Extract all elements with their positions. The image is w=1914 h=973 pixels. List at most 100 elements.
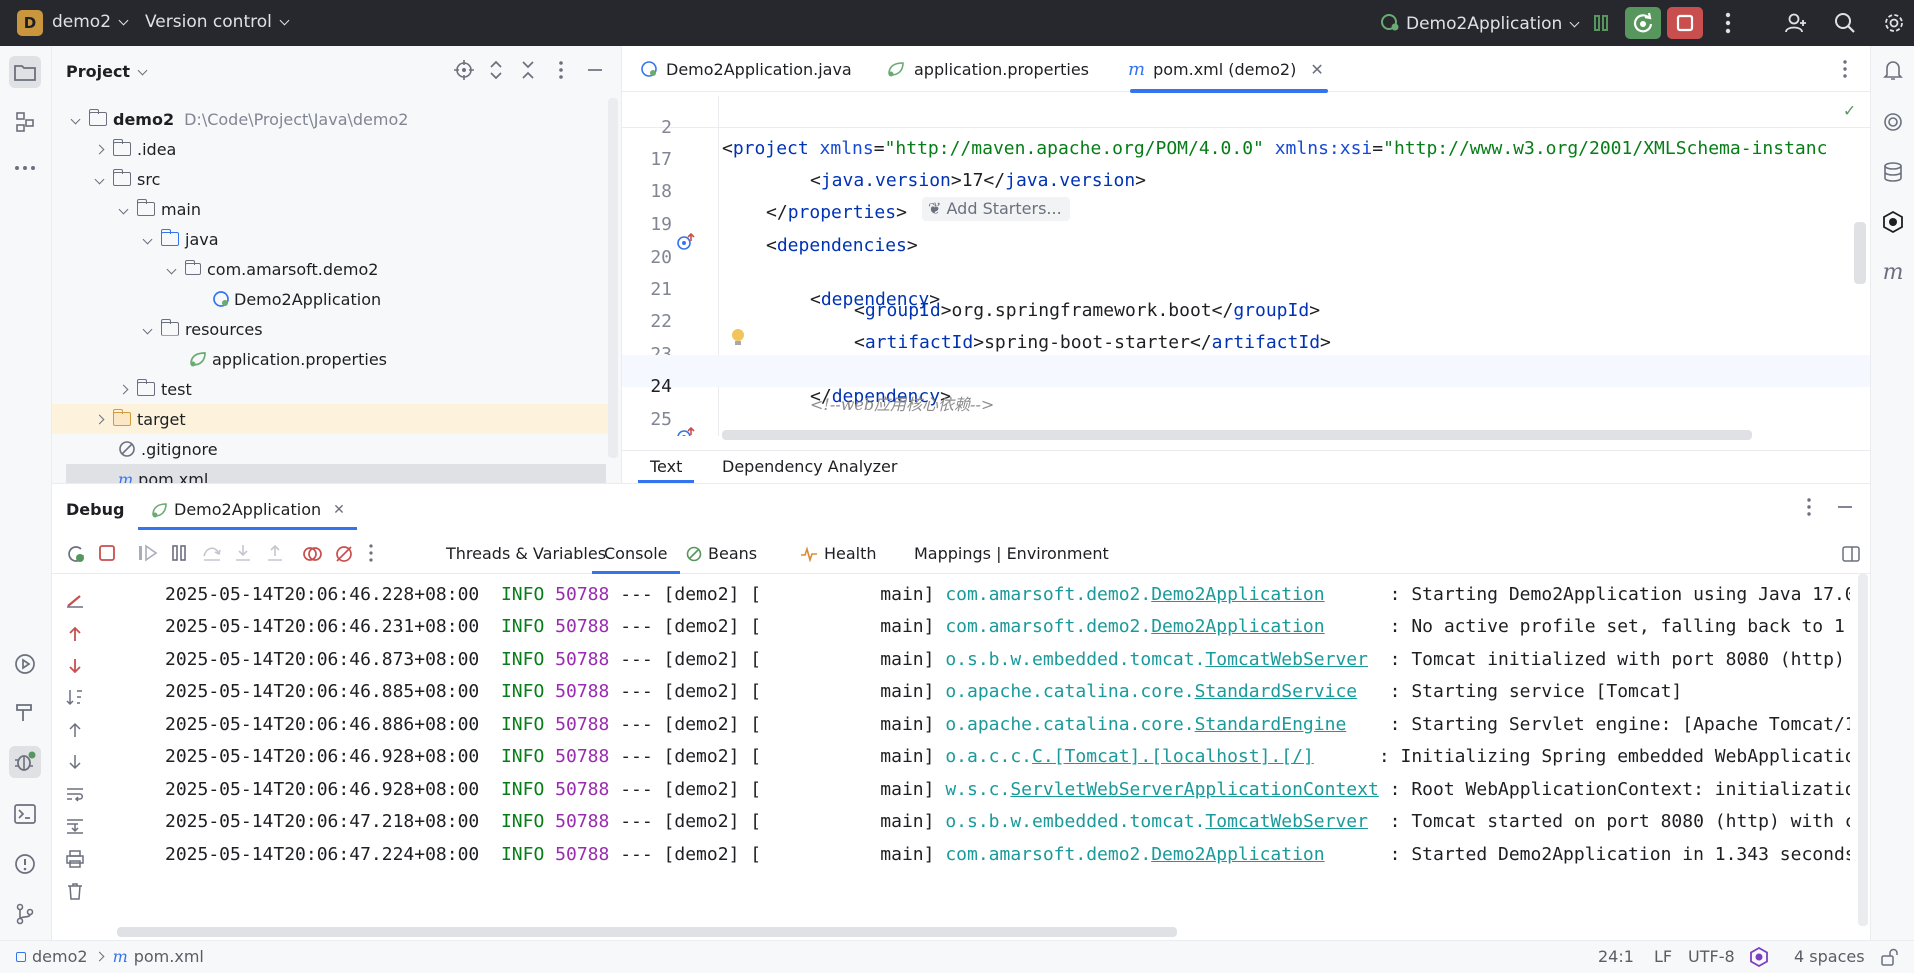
project-badge[interactable]: D (17, 10, 43, 36)
log-logger-link[interactable]: com.amarsoft.demo2.Demo2Application (945, 584, 1324, 605)
console-vertical-scrollbar[interactable] (1858, 574, 1868, 926)
console-horizontal-scrollbar[interactable] (117, 927, 1177, 937)
tree-item-main[interactable]: main (52, 194, 608, 224)
editor-tab-options-button[interactable] (1842, 60, 1848, 78)
tab-demo2application-java[interactable]: Demo2Application.java (640, 46, 852, 92)
notifications-button[interactable] (1877, 54, 1909, 86)
git-tool-button[interactable] (9, 898, 41, 930)
debug-toolbar-more-button[interactable] (368, 544, 374, 562)
tab-application-properties[interactable]: application.properties (886, 46, 1089, 92)
close-tab-icon[interactable]: ✕ (333, 501, 345, 518)
tab-dependency-analyzer[interactable]: Dependency Analyzer (714, 451, 905, 483)
scroll-to-end-button[interactable] (66, 818, 84, 834)
tree-item-java[interactable]: java (52, 224, 608, 254)
step-over-button[interactable] (202, 544, 222, 562)
structure-tool-button[interactable] (9, 106, 41, 138)
override-gutter-icon[interactable] (676, 232, 696, 252)
search-everywhere-button[interactable] (1827, 7, 1863, 39)
clear-all-button[interactable] (66, 882, 84, 900)
project-options-button[interactable] (558, 60, 564, 80)
hide-panel-button[interactable] (586, 60, 604, 80)
tree-item-idea[interactable]: .idea (52, 134, 608, 164)
tab-beans[interactable]: Beans (676, 534, 767, 574)
log-logger-link[interactable]: o.s.b.w.embedded.tomcat.TomcatWebServer (945, 649, 1368, 670)
stop-debug-button[interactable] (98, 544, 116, 562)
tree-item-gitignore[interactable]: .gitignore (52, 434, 608, 464)
tab-mappings-environment[interactable]: Mappings | Environment (904, 534, 1119, 574)
tree-item-application-properties[interactable]: application.properties (52, 344, 608, 374)
expand-all-button[interactable] (488, 60, 504, 80)
console-output[interactable]: 2025-05-14T20:06:46.228+08:00 INFO 50788… (100, 574, 1850, 916)
scroll-down-button[interactable] (68, 754, 82, 770)
debug-session-tab[interactable]: Demo2Application ✕ (138, 492, 357, 530)
vcs-menu[interactable]: Version control (145, 12, 290, 32)
code-area[interactable]: 2 <project xmlns="http://maven.apache.or… (622, 96, 1870, 436)
tab-text[interactable]: Text (638, 451, 695, 483)
more-tools-button[interactable] (9, 152, 41, 184)
view-breakpoints-button[interactable] (302, 544, 322, 564)
code-with-me-button[interactable] (1778, 7, 1814, 39)
services-tool-button[interactable] (9, 648, 41, 680)
debug-options-button[interactable] (1806, 498, 1812, 516)
layout-settings-button[interactable] (1842, 546, 1860, 562)
log-logger-link[interactable]: o.a.c.c.C.[Tomcat].[localhost].[/] (945, 746, 1313, 767)
lightbulb-icon[interactable] (730, 327, 746, 347)
tab-health[interactable]: Health (790, 534, 887, 574)
tree-item-src[interactable]: src (52, 164, 608, 194)
database-button[interactable] (1877, 156, 1909, 188)
down-stack-frame-button[interactable] (68, 658, 82, 674)
log-logger-link[interactable]: o.apache.catalina.core.StandardEngine (945, 714, 1346, 735)
pause-button[interactable] (170, 544, 188, 562)
debug-tool-button[interactable] (9, 746, 41, 778)
run-config-selector[interactable]: Demo2Application (1380, 12, 1580, 34)
tree-item-pom[interactable]: m pom.xml (66, 464, 606, 484)
plugin-status-icon[interactable] (1748, 946, 1770, 968)
maven-tool-button[interactable]: m (1877, 256, 1909, 288)
ai-assistant-button[interactable] (1877, 106, 1909, 138)
resume-button[interactable] (138, 544, 158, 562)
project-tool-button[interactable] (9, 56, 41, 88)
print-button[interactable] (66, 850, 84, 868)
close-tab-icon[interactable]: ✕ (1310, 59, 1324, 79)
tab-pom-xml[interactable]: m pom.xml (demo2) ✕ (1128, 46, 1338, 92)
rerun-debug-button[interactable] (1625, 7, 1661, 39)
log-logger-link[interactable]: com.amarsoft.demo2.Demo2Application (945, 844, 1324, 865)
tab-console[interactable]: Console (592, 534, 680, 574)
up-stack-frame-button[interactable] (68, 626, 82, 642)
project-switcher[interactable]: demo2 (52, 12, 129, 32)
pause-program-button[interactable] (1583, 7, 1619, 39)
terminal-tool-button[interactable] (9, 798, 41, 830)
more-actions-button[interactable] (1710, 7, 1746, 39)
hide-debug-button[interactable] (1836, 498, 1854, 516)
tree-scrollbar[interactable] (608, 98, 618, 458)
tree-item-test[interactable]: test (52, 374, 608, 404)
plugin-tool-button[interactable] (1877, 206, 1909, 238)
breadcrumb-project[interactable]: demo2 (32, 947, 88, 966)
sort-button[interactable] (66, 688, 84, 706)
rerun-button[interactable] (66, 544, 86, 564)
tab-threads-variables[interactable]: Threads & Variables (434, 534, 618, 574)
problems-tool-button[interactable] (9, 848, 41, 880)
tree-item-demo2[interactable]: demo2 D:\Code\Project\Java\demo2 (52, 104, 608, 134)
caret-position[interactable]: 24:1 (1598, 947, 1634, 966)
scroll-up-button[interactable] (68, 722, 82, 738)
override-gutter-icon[interactable] (676, 426, 696, 436)
editor-vertical-scrollbar[interactable] (1854, 222, 1866, 284)
add-starters-inlay[interactable]: ❦ Add Starters... (922, 197, 1070, 221)
collapse-all-button[interactable] (520, 60, 536, 80)
indent-setting[interactable]: 4 spaces (1794, 947, 1865, 966)
clear-marker-button[interactable] (66, 594, 84, 608)
project-view-selector[interactable]: Project (66, 62, 148, 81)
step-out-button[interactable] (266, 544, 284, 562)
stop-button[interactable] (1667, 7, 1703, 39)
file-encoding[interactable]: UTF-8 (1688, 947, 1735, 966)
read-only-toggle[interactable] (1880, 948, 1898, 966)
mute-breakpoints-button[interactable] (334, 544, 354, 564)
editor-horizontal-scrollbar[interactable] (722, 430, 1752, 440)
step-into-button[interactable] (234, 544, 252, 562)
log-logger-link[interactable]: o.s.b.w.embedded.tomcat.TomcatWebServer (945, 811, 1368, 832)
tree-item-target[interactable]: target (52, 404, 608, 434)
breadcrumb-file[interactable]: pom.xml (133, 947, 204, 966)
tree-item-package[interactable]: com.amarsoft.demo2 (52, 254, 608, 284)
log-logger-link[interactable]: com.amarsoft.demo2.Demo2Application (945, 616, 1324, 637)
